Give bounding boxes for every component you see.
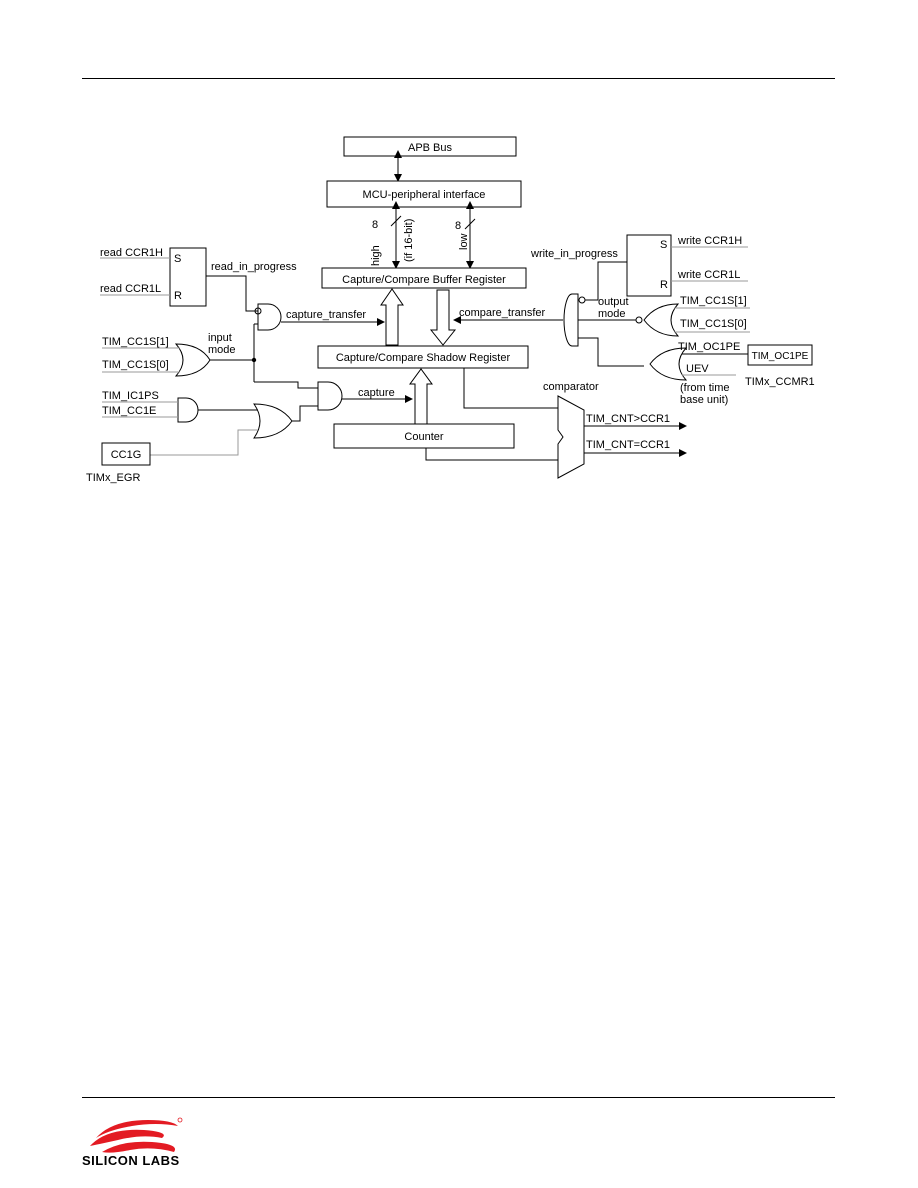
write-ccr1l-label: write CCR1L [677, 269, 740, 281]
buffer-to-shadow-arrow [429, 289, 457, 346]
output-mode-label-2: mode [598, 308, 626, 320]
comparator-label: comparator [543, 381, 599, 393]
bus-low-label: low [458, 233, 470, 250]
output-mode-label-1: output [598, 296, 629, 308]
tim-cc1s1-left-label: TIM_CC1S[1] [102, 336, 169, 348]
silicon-labs-logo [90, 1117, 183, 1153]
header-rule [82, 78, 835, 79]
read-latch [169, 247, 207, 307]
compare-transfer-and-gate [563, 293, 579, 347]
tim-cc1e-label: TIM_CC1E [102, 405, 156, 417]
bus-high-label: high [370, 245, 382, 266]
read-in-progress-wire [206, 275, 258, 312]
input-mode-to-capture-and [254, 381, 318, 389]
apb-bus-label: APB Bus [408, 142, 453, 154]
cc1g-wire [150, 429, 258, 456]
read-ccr1h-label: read CCR1H [100, 247, 163, 259]
input-mode-label-1: input [208, 332, 232, 344]
capture-transfer-invert-bubble [254, 307, 262, 315]
input-mode-or-gate [174, 343, 211, 377]
timx-egr-label: TIMx_EGR [86, 472, 140, 484]
mcu-interface-label: MCU-peripheral interface [363, 189, 486, 201]
timx-ccmr1-label: TIMx_CCMR1 [745, 376, 815, 388]
buffer-register-label: Capture/Compare Buffer Register [342, 274, 506, 286]
tim-ic1ps-label: TIM_IC1PS [102, 390, 159, 402]
output-mode-invert-bubble [635, 316, 643, 324]
bus-low-width: 8 [455, 220, 461, 232]
tim-cc1s1-right-label: TIM_CC1S[1] [680, 295, 747, 307]
shadow-to-buffer-arrow [380, 288, 404, 346]
counter-label: Counter [404, 431, 443, 443]
counter-box [333, 423, 515, 449]
ic1ps-cc1e-and-gate [177, 397, 199, 423]
from-time-label-2: base unit) [680, 394, 728, 406]
counter-to-shadow-arrow [409, 368, 433, 425]
read-in-progress-label: read_in_progress [211, 261, 297, 273]
read-latch-s: S [174, 253, 181, 265]
shadow-register-box [317, 345, 529, 369]
input-mode-label-2: mode [208, 344, 236, 356]
logo-text: SILICON LABS [82, 1153, 180, 1168]
bus-low-slash [464, 218, 476, 230]
shadow-to-comparator-wire [463, 368, 558, 409]
compare-transfer-label: compare_transfer [459, 307, 546, 319]
write-latch-s: S [660, 239, 667, 251]
shadow-register-label: Capture/Compare Shadow Register [336, 352, 511, 364]
write-latch [626, 234, 672, 297]
capture-compare-block-diagram: APB Bus MCU-peripheral interface 8 high … [86, 136, 815, 484]
capture-transfer-and-gate [257, 303, 282, 331]
cc1g-label: CC1G [111, 449, 142, 461]
from-time-label-1: (from time [680, 382, 730, 394]
cnt-eq-label: TIM_CNT=CCR1 [586, 439, 670, 451]
capture-or-gate [253, 403, 293, 439]
apb-bus-box [343, 136, 517, 157]
oc1pe-gate-wire [578, 337, 644, 367]
cnt-gt-label: TIM_CNT>CCR1 [586, 413, 670, 425]
tim-oc1pe-box [747, 344, 813, 366]
read-ccr1l-label: read CCR1L [100, 283, 161, 295]
tim-oc1pe-label: TIM_OC1PE [678, 341, 740, 353]
tim-oc1pe-box-label: TIM_OC1PE [752, 351, 809, 362]
write-in-progress-label: write_in_progress [530, 248, 618, 260]
output-mode-or-gate [643, 303, 680, 337]
write-in-progress-wire [585, 261, 627, 301]
tim-cc1s0-right-label: TIM_CC1S[0] [680, 318, 747, 330]
bus-high-note: (if 16-bit) [403, 219, 415, 262]
comparator [557, 395, 585, 479]
cc1g-box [101, 442, 151, 466]
capture-transfer-label: capture_transfer [286, 309, 366, 321]
compare-transfer-invert-bubble [578, 296, 586, 304]
read-latch-r: R [174, 290, 182, 302]
mcu-interface-box [326, 180, 522, 208]
write-ccr1h-label: write CCR1H [677, 235, 742, 247]
footer-rule [82, 1097, 835, 1098]
buffer-register-box [321, 267, 527, 289]
bus-high-width: 8 [372, 219, 378, 231]
or-to-capture-and-wire [292, 405, 318, 422]
uev-label: UEV [686, 363, 709, 375]
tim-cc1s0-left-label: TIM_CC1S[0] [102, 359, 169, 371]
capture-label: capture [358, 387, 395, 399]
oc1pe-uev-gate [649, 347, 688, 381]
write-latch-r: R [660, 279, 668, 291]
input-mode-junction [251, 357, 257, 363]
counter-to-comparator-wire [425, 448, 558, 461]
bus-high-slash [390, 215, 402, 227]
capture-and-gate [317, 381, 343, 411]
